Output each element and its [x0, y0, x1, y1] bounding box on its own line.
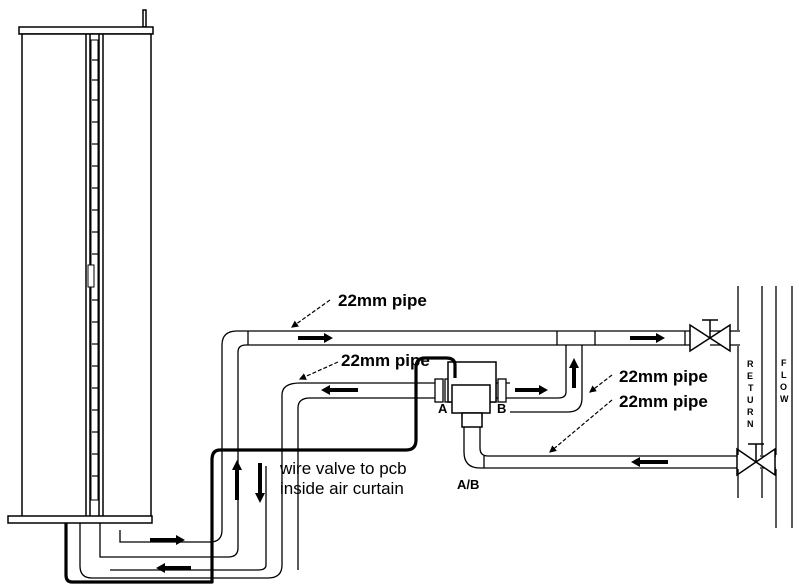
air-curtain-louvres [92, 59, 98, 477]
arrow-bottom-left [156, 563, 191, 573]
wire [64, 356, 457, 584]
label-port-ab: A/B [457, 477, 479, 492]
isolation-valve-return [736, 443, 776, 477]
pipework [79, 330, 776, 579]
arrow-bypass-up [569, 358, 579, 388]
label-return-char: E [747, 371, 753, 381]
label-flow-char: O [780, 382, 787, 392]
label-pipe-lower-right: 22mm pipe [619, 392, 708, 411]
arrow-lower-return [631, 457, 668, 467]
label-wire-note-1: wire valve to pcb [279, 459, 407, 478]
label-pipe-mid-left: 22mm pipe [341, 351, 430, 370]
label-wire-note-2: inside air curtain [280, 479, 404, 498]
motorised-valve [447, 361, 497, 428]
arrow-bottom-right [150, 535, 185, 545]
label-pipe-mid-right: 22mm pipe [619, 367, 708, 386]
label-flow-char: L [781, 370, 787, 380]
label-port-a: A [438, 401, 448, 416]
label-flow-char: W [780, 394, 789, 404]
label-return-char: U [747, 395, 754, 405]
label-return-char: R [747, 359, 754, 369]
air-curtain-unit [7, 9, 154, 524]
isolation-valve-flow [689, 319, 731, 353]
arrow-left-up [232, 460, 242, 500]
label-return-char: N [747, 419, 754, 429]
label-flow-char: F [781, 358, 787, 368]
arrow-near-b [515, 385, 548, 395]
arrow-mid-left [321, 385, 358, 395]
label-port-b: B [497, 401, 506, 416]
flow-arrows [150, 333, 668, 573]
label-return: R E T U R N [747, 359, 754, 429]
label-return-char: T [748, 383, 754, 393]
risers [737, 286, 793, 528]
label-return-char: R [747, 407, 754, 417]
label-pipe-top: 22mm pipe [338, 291, 427, 310]
label-flow: F L O W [780, 358, 789, 404]
arrow-left-down [255, 463, 265, 503]
arrow-top-2 [630, 333, 665, 343]
arrow-top-1 [298, 333, 333, 343]
leader-lines [291, 299, 613, 453]
